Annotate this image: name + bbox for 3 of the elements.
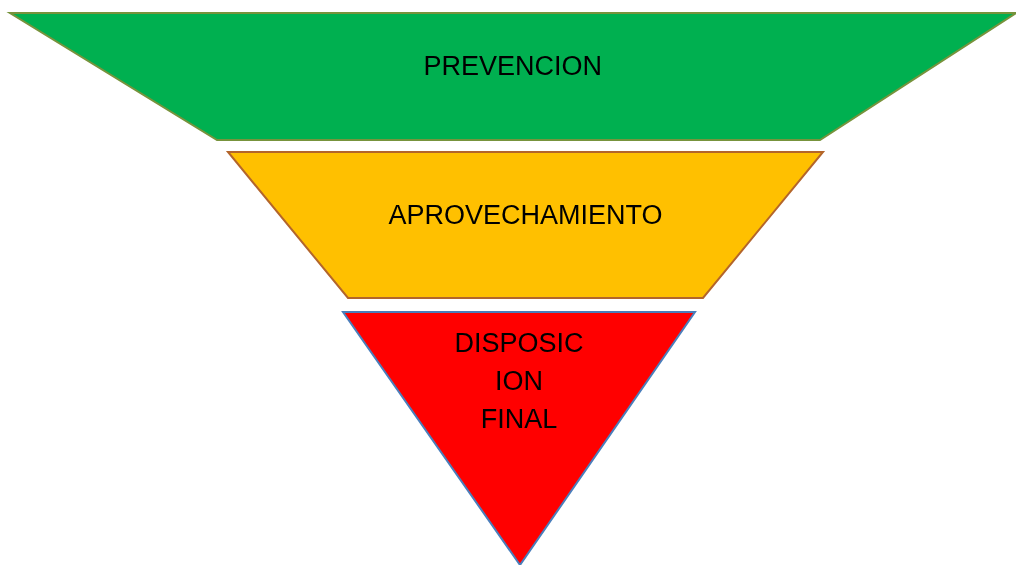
band-label: APROVECHAMIENTO [388, 199, 663, 232]
band-label: PREVENCION [423, 50, 603, 83]
band-label: DISPOSIC ION FINAL [454, 327, 584, 436]
